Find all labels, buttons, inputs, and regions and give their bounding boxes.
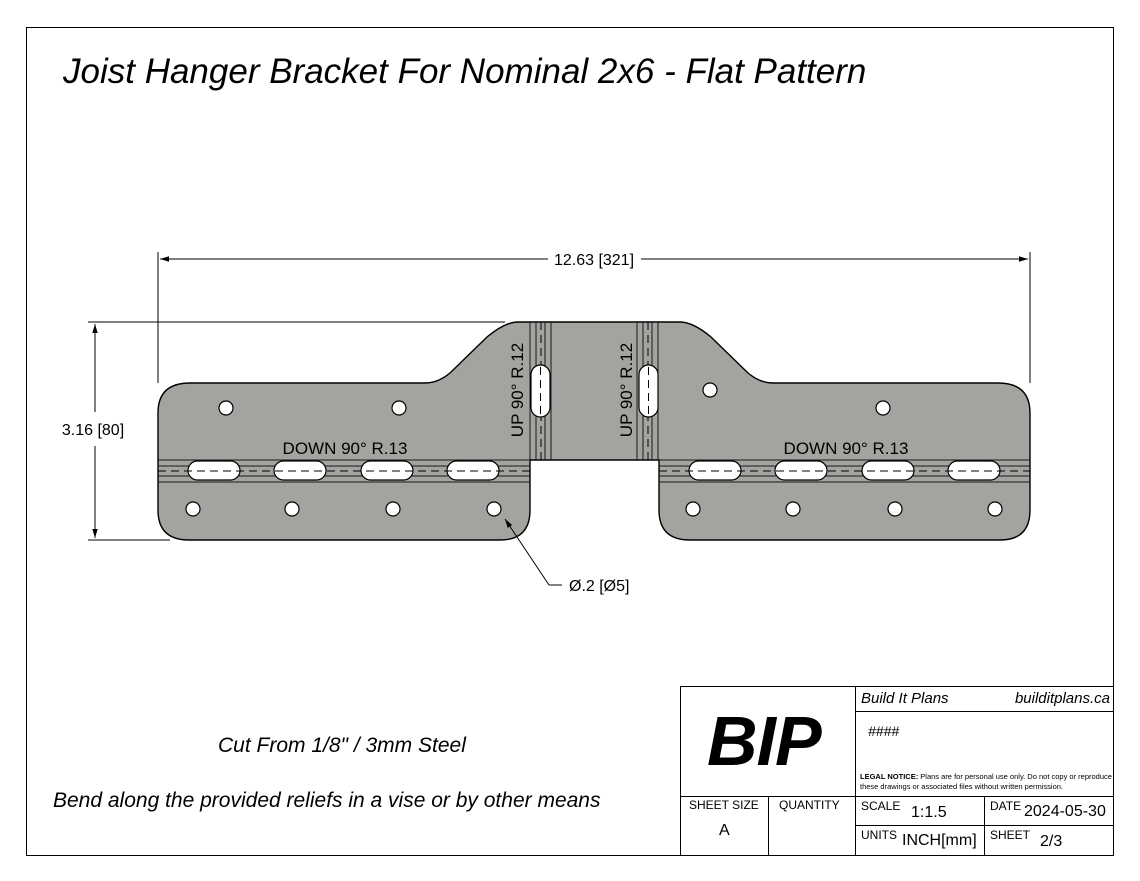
scale-value: 1:1.5	[911, 804, 947, 821]
bend-label-down-left: DOWN 90° R.13	[283, 439, 408, 458]
date-cell: DATE 2024-05-30	[985, 797, 1114, 826]
drawing-border	[26, 27, 1114, 856]
vertical-slots	[530, 364, 659, 418]
company-website: builditplans.ca	[1014, 690, 1110, 707]
hole	[218, 400, 234, 416]
bend-label-down-right: DOWN 90° R.13	[784, 439, 909, 458]
hole	[391, 400, 407, 416]
hole	[987, 501, 1003, 517]
width-dimension	[157, 252, 1031, 383]
mounting-holes	[185, 382, 1003, 517]
slot	[774, 460, 828, 481]
drawing-title: Joist Hanger Bracket For Nominal 2x6 - F…	[63, 52, 867, 91]
bend-label-up-left: UP 90° R.12	[508, 343, 527, 437]
date-label: DATE	[990, 799, 1022, 813]
horizontal-slots	[187, 460, 1001, 481]
bend-label-up-right: UP 90° R.12	[617, 343, 636, 437]
quantity-cell: QUANTITY	[769, 797, 856, 855]
units-label: UNITS	[861, 828, 897, 842]
sheet-value: 2/3	[1040, 833, 1063, 850]
sheet-size-label: SHEET SIZE	[689, 798, 759, 812]
sheet-size-cell: SHEET SIZE A	[681, 797, 769, 855]
sheet-size-value: A	[719, 822, 730, 839]
hole-diameter-text: Ø.2 [Ø5]	[569, 578, 629, 595]
bending-note: Bend along the provided reliefs in a vis…	[53, 789, 601, 812]
logo-cell: BIP	[681, 687, 856, 797]
quantity-label: QUANTITY	[779, 798, 840, 812]
sheet-label: SHEET	[990, 828, 1031, 842]
legal-notice-heading: LEGAL NOTICE:	[860, 772, 919, 781]
scale-label: SCALE	[861, 799, 901, 813]
height-dimension-text: 3.16 [80]	[62, 422, 124, 439]
date-value: 2024-05-30	[1024, 803, 1106, 820]
company-cell: Build It Plans builditplans.ca	[856, 687, 1114, 712]
bracket-outline	[157, 321, 1031, 541]
company-logo: BIP	[707, 702, 822, 780]
title-block: BIP Build It Plans builditplans.ca #### …	[680, 686, 1114, 856]
hole	[685, 501, 701, 517]
hole	[385, 501, 401, 517]
material-note: Cut From 1/8" / 3mm Steel	[218, 734, 466, 757]
hole	[875, 400, 891, 416]
hole	[785, 501, 801, 517]
hole	[486, 501, 502, 517]
hole	[284, 501, 300, 517]
legal-notice-text: Plans are for personal use only. Do not …	[860, 772, 1112, 791]
height-dimension	[88, 321, 505, 541]
part-number-cell: #### LEGAL NOTICE: Plans are for persona…	[856, 712, 1114, 797]
hole-leader	[504, 518, 562, 586]
units-value: INCH[mm]	[902, 832, 977, 849]
width-dimension-text: 12.63 [321]	[554, 252, 634, 269]
company-name: Build It Plans	[861, 690, 949, 707]
hole	[702, 382, 718, 398]
hole	[185, 501, 201, 517]
units-cell: UNITS INCH[mm]	[856, 826, 985, 855]
slot	[530, 364, 551, 418]
scale-cell: SCALE 1:1.5	[856, 797, 985, 826]
slot	[273, 460, 327, 481]
slot	[638, 364, 659, 418]
sheet-cell: SHEET 2/3	[985, 826, 1114, 855]
part-number: ####	[868, 723, 900, 739]
hole	[887, 501, 903, 517]
legal-notice: LEGAL NOTICE: Plans are for personal use…	[860, 772, 1112, 792]
